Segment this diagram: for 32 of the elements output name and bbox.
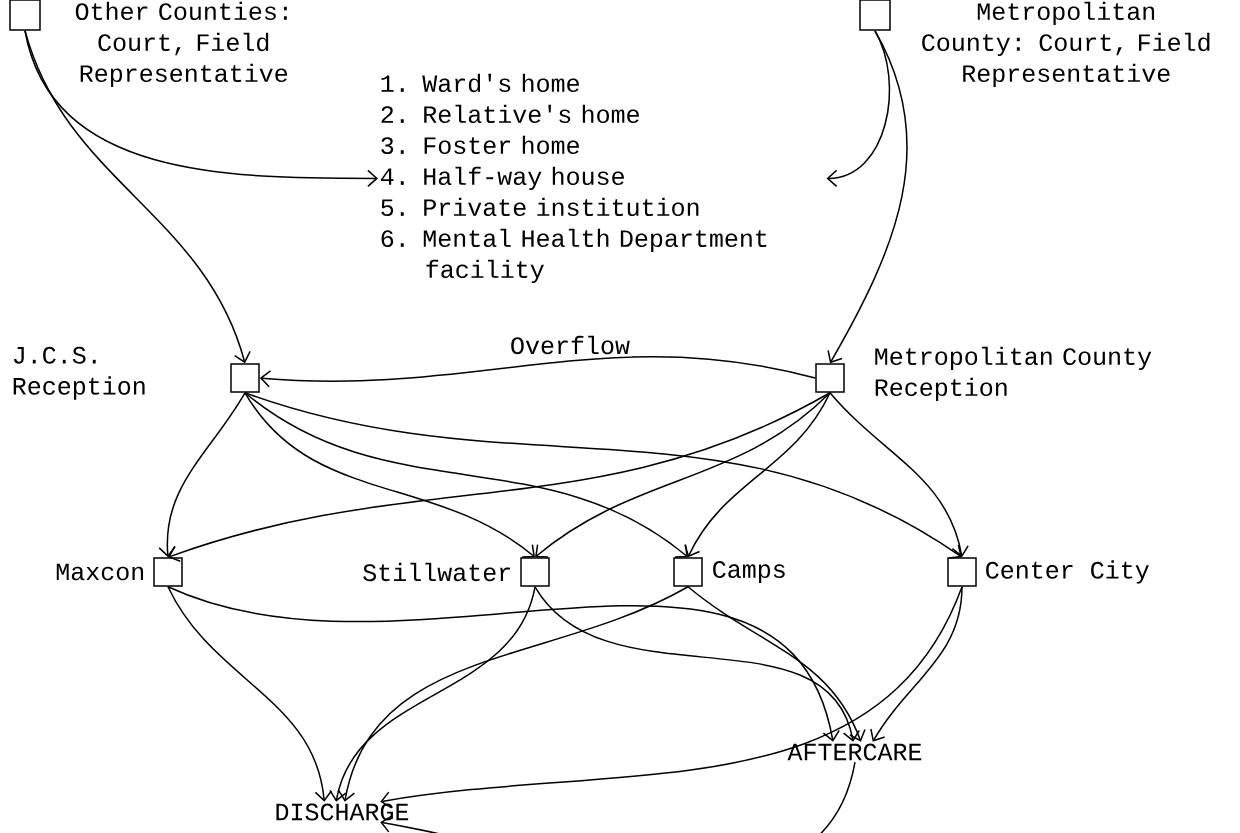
node-label: J.C.S. Reception xyxy=(13,346,145,400)
arrow xyxy=(167,586,333,802)
node-label: Metropolitan County: Court, Field Representative xyxy=(922,1,1210,88)
arrow xyxy=(167,586,840,742)
arrow xyxy=(337,586,689,802)
node-label: Metropolitan County Reception xyxy=(875,346,1152,402)
arrow xyxy=(168,392,831,563)
placement-list: 1. Ward's home 2. Relative's home 3. Foster home 4. Half-way house 5. Private institution 6. Mental Health Department facility xyxy=(381,73,767,284)
arrow xyxy=(244,392,535,558)
arrow xyxy=(329,586,536,802)
arrow xyxy=(380,761,856,833)
node-label: Camps xyxy=(713,561,785,583)
arrow xyxy=(380,586,963,809)
node-label: Maxcon xyxy=(56,563,144,581)
edge-label: Overflow xyxy=(508,333,632,357)
arrow xyxy=(158,392,246,558)
node-label: DISCHARGE xyxy=(276,803,409,821)
node-label: Center City xyxy=(986,560,1149,584)
arrow xyxy=(687,586,866,742)
arrow xyxy=(534,586,861,742)
arrow xyxy=(535,392,831,558)
arrow xyxy=(24,30,251,364)
arrow xyxy=(244,392,962,559)
arrow xyxy=(829,392,969,558)
node-label: Stillwater xyxy=(363,562,510,582)
arrow xyxy=(870,586,963,742)
node-label: AFTERCARE xyxy=(787,743,922,761)
arrow xyxy=(244,392,688,558)
arrow xyxy=(827,30,908,364)
arrow xyxy=(684,392,831,558)
node-label: Other Counties: Court, Field Representative xyxy=(75,1,288,88)
arrow xyxy=(259,356,816,388)
